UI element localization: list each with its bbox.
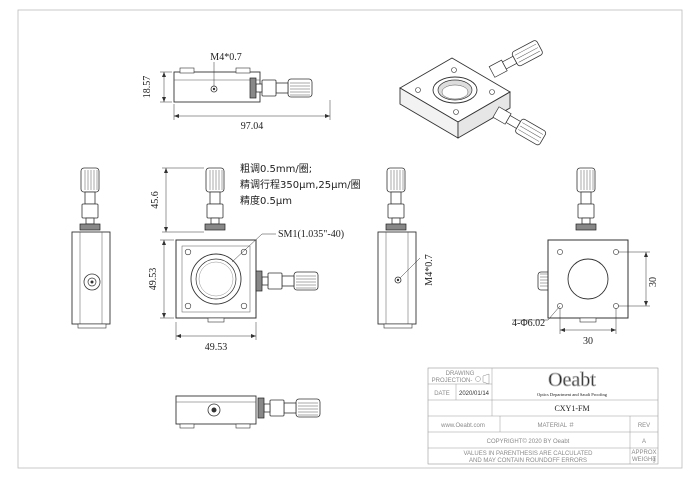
right-side-view: M4*0.7	[377, 167, 435, 329]
tb-date-value: 2020/01/14	[459, 391, 490, 397]
dim-knob-height: 45.6	[150, 191, 161, 209]
dim-thread-aperture: SM1(1.035"-40)	[278, 229, 344, 240]
tb-weight-value: g	[652, 457, 655, 463]
adjustment-notes: 粗调0.5mm/圈; 精调行程350μm,25μm/圈 精度0.5μm	[240, 163, 361, 207]
back-aperture	[567, 258, 609, 300]
front-view: SM1(1.035"-40) 45.6 49.53 49.53	[148, 167, 344, 353]
bottom-view	[175, 395, 321, 429]
title-block: DRAWING PROJECTION- DATE 2020/01/14 Oeab…	[427, 367, 659, 465]
dim-mount-holes: 4-Φ6.02	[512, 318, 545, 329]
back-view: 30 30 4-Φ6.02	[512, 167, 659, 347]
svg-text:Oeabt: Oeabt	[548, 369, 596, 391]
tb-rev-label: REV	[638, 423, 650, 429]
tb-rev-value: A	[642, 439, 646, 445]
note-coarse: 粗调0.5mm/圈;	[240, 163, 312, 175]
sheet-border	[17, 9, 683, 469]
dim-total-width: 97.04	[241, 121, 264, 132]
tb-disclaimer-2: AND MAY CONTAIN ROUNDOFF ERRORS	[469, 458, 587, 464]
tb-copyright: COPYRIGHT© 2020 BY Oeabt	[487, 438, 570, 445]
left-side-view	[71, 167, 111, 329]
isometric-view	[399, 40, 547, 146]
tb-disclaimer-1: VALUES IN PARENTHESIS ARE CALCULATED	[463, 451, 593, 457]
tb-website: www.Oeabt.com	[440, 423, 485, 429]
tb-drawing-label: DRAWING	[446, 371, 475, 377]
note-fine: 精调行程350μm,25μm/圈	[240, 178, 361, 191]
top-view: M4*0.7 18.57 97.04	[142, 52, 331, 132]
dim-body-width: 49.53	[205, 342, 228, 353]
dim-mount-spacing-v: 30	[648, 277, 659, 287]
tb-date-label: DATE	[434, 391, 450, 397]
dim-body-height: 49.53	[148, 268, 159, 291]
svg-text:Optics Department and Saudi Pr: Optics Department and Saudi Proofing	[537, 392, 608, 397]
tb-approx-label: APPROX	[631, 450, 656, 456]
note-precision: 精度0.5μm	[240, 194, 292, 207]
dim-thread-top: M4*0.7	[210, 52, 241, 63]
dim-mount-spacing-h: 30	[583, 336, 593, 347]
tb-weight-label: WEIGHT	[632, 457, 656, 463]
dim-height-side: 18.57	[142, 76, 153, 99]
oeabt-logo: Oeabt Optics Department and Saudi Proofi…	[537, 369, 608, 397]
tb-material-label: MATERIAL ＃	[537, 422, 574, 429]
tb-projection-label: PROJECTION-	[432, 378, 473, 384]
projection-symbol-icon	[475, 373, 490, 385]
tb-part-number: CXY1-FM	[554, 404, 589, 413]
top-view-body	[173, 71, 261, 103]
dim-thread-side: M4*0.7	[424, 254, 435, 285]
